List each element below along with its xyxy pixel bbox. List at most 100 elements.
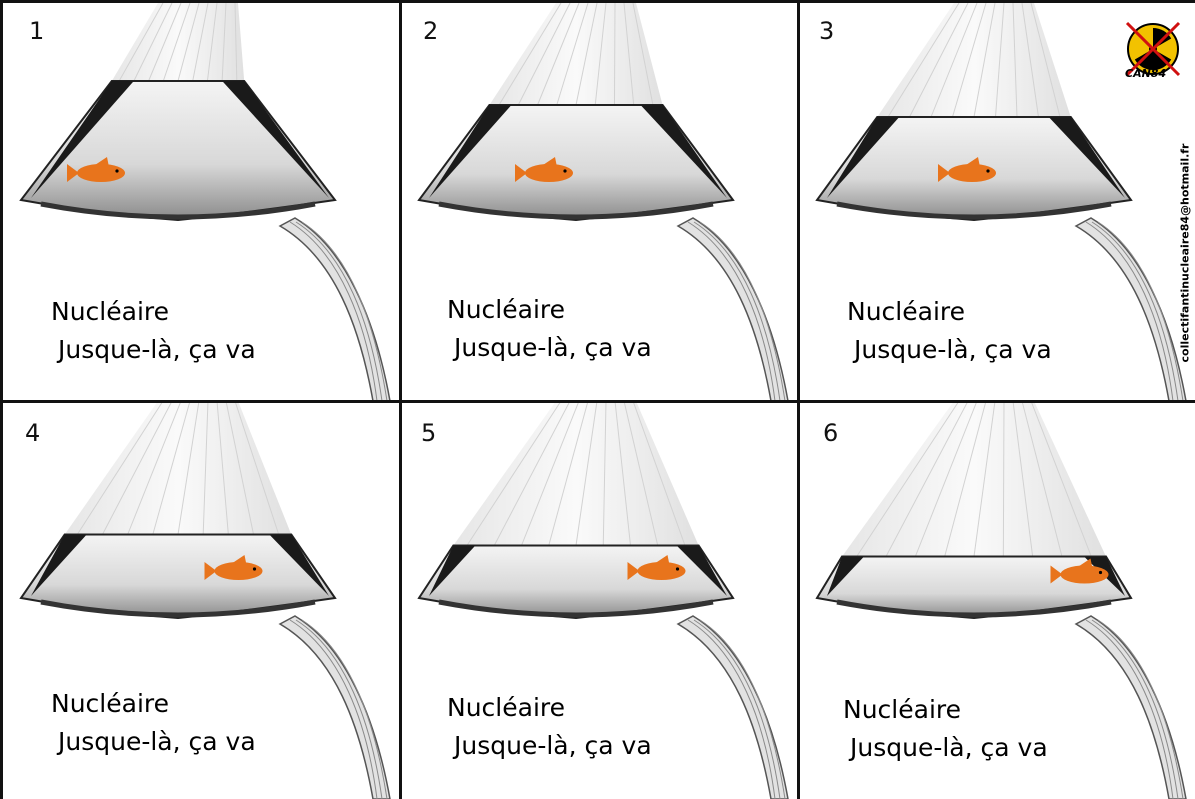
bag-pleat bbox=[192, 3, 209, 82]
leaking-water-stream bbox=[676, 217, 789, 401]
bag-pleat bbox=[973, 401, 996, 557]
bag-pleat bbox=[206, 3, 218, 82]
bag-pleat bbox=[594, 3, 607, 106]
bag-pleat bbox=[556, 3, 589, 106]
contact-email: collectifantinucleaire84@hotmail.fr bbox=[1178, 143, 1192, 363]
empty-bag-top bbox=[453, 401, 699, 546]
panel-number: 5 bbox=[421, 419, 437, 447]
bag-pleat bbox=[623, 401, 659, 546]
stream-highlight bbox=[1091, 221, 1179, 401]
leaking-water-stream bbox=[1074, 217, 1187, 401]
panel-4: 4 Nucléaire Jusque-là, ça va bbox=[3, 401, 401, 799]
leaking-bag-illustration bbox=[417, 3, 789, 401]
bag-pleat bbox=[133, 3, 173, 82]
caption-line-1: Nucléaire bbox=[847, 297, 965, 326]
panel-number: 1 bbox=[29, 17, 45, 45]
bag-pleat bbox=[118, 3, 164, 82]
panel-caption: Nucléaire Jusque-là, ça va bbox=[51, 685, 256, 761]
panel-5: 5 Nucléaire Jusque-là, ça va bbox=[401, 401, 799, 799]
bag-pleat bbox=[1012, 401, 1034, 557]
bag-left-shadow bbox=[31, 534, 87, 596]
stream-highlight bbox=[289, 619, 378, 799]
bag-pleat bbox=[1002, 401, 1005, 557]
bag-pleat bbox=[521, 401, 580, 546]
bag-pleat bbox=[973, 3, 996, 118]
goldfish bbox=[515, 157, 573, 182]
bag-pleat bbox=[909, 3, 969, 118]
bag-pleat bbox=[575, 401, 598, 546]
empty-bag-top bbox=[842, 401, 1106, 557]
panel-number: 4 bbox=[25, 419, 41, 447]
bag-pleat bbox=[1021, 3, 1039, 118]
bag-pleat bbox=[548, 401, 589, 546]
caption-line-2: Jusque-là, ça va bbox=[850, 733, 1048, 762]
bag-pleat bbox=[930, 3, 978, 118]
leaking-bag-illustration bbox=[815, 3, 1187, 401]
caption-line-1: Nucléaire bbox=[51, 689, 169, 718]
stream-highlight bbox=[1085, 221, 1174, 401]
bag-pleat bbox=[234, 401, 280, 535]
bag-pleat bbox=[1021, 401, 1063, 557]
goldfish bbox=[627, 555, 686, 580]
bag-left-shadow bbox=[31, 81, 134, 198]
bag-pleat bbox=[914, 401, 978, 557]
panel-number: 2 bbox=[423, 17, 439, 45]
stream-highlight bbox=[1085, 619, 1174, 799]
stream-highlight bbox=[687, 619, 776, 799]
leaking-bag-illustration bbox=[19, 401, 391, 799]
bag-pleat bbox=[493, 401, 571, 546]
logo-label: CAN84 bbox=[1125, 67, 1167, 80]
stream-highlight bbox=[699, 619, 786, 799]
empty-bag-top bbox=[877, 3, 1071, 117]
bag-pleat bbox=[887, 3, 960, 118]
panel-caption: Nucléaire Jusque-là, ça va bbox=[843, 691, 1048, 767]
bag-pleat bbox=[225, 401, 255, 535]
bag-pleat bbox=[202, 401, 209, 535]
bag-pleat bbox=[537, 3, 580, 106]
bag-pleat bbox=[162, 3, 191, 82]
stream-highlight bbox=[1097, 221, 1184, 401]
bag-pleat bbox=[466, 401, 562, 546]
stream-highlight bbox=[295, 221, 383, 401]
bag-right-shadow bbox=[222, 81, 329, 198]
bag-pleat bbox=[632, 401, 686, 546]
stream-highlight bbox=[687, 221, 776, 401]
panel-caption: Nucléaire Jusque-là, ça va bbox=[447, 689, 652, 765]
stream-highlight bbox=[1097, 619, 1184, 799]
bag-pleat bbox=[944, 401, 987, 557]
bag-pleat bbox=[498, 3, 562, 106]
bag-pleat bbox=[575, 3, 598, 106]
bag-pleat bbox=[148, 3, 182, 82]
leaking-water-stream bbox=[278, 615, 391, 799]
leaking-water-stream bbox=[676, 615, 789, 799]
bag-pleat bbox=[1030, 401, 1092, 557]
bag-pleat bbox=[234, 3, 238, 82]
horizontal-divider bbox=[3, 400, 1195, 403]
bag-bottom-rim bbox=[836, 201, 1112, 220]
goldfish bbox=[938, 157, 996, 182]
stream-highlight bbox=[693, 221, 781, 401]
bag-right-shadow bbox=[1083, 556, 1125, 596]
bag-pleat bbox=[221, 3, 227, 82]
leaking-bag-illustration bbox=[19, 3, 391, 401]
caption-line-2: Jusque-là, ça va bbox=[58, 727, 256, 756]
panel-6: 6 Nucléaire Jusque-là, ça va bbox=[799, 401, 1195, 799]
leaking-water-stream bbox=[1074, 615, 1187, 799]
caption-line-1: Nucléaire bbox=[51, 297, 169, 326]
bag-pleat bbox=[102, 401, 173, 535]
bag-pleat bbox=[613, 3, 616, 106]
caption-line-1: Nucléaire bbox=[447, 295, 565, 324]
radiation-crossed-out-icon bbox=[1125, 21, 1181, 77]
caption-line-1: Nucléaire bbox=[843, 695, 961, 724]
bag-bottom-rim bbox=[40, 599, 316, 618]
bag-left-shadow bbox=[827, 556, 865, 596]
bag-pleat bbox=[517, 3, 571, 106]
bag-pleat bbox=[632, 3, 654, 106]
panel-caption: Nucléaire Jusque-là, ça va bbox=[447, 291, 652, 367]
bag-pleat bbox=[216, 401, 229, 535]
bag-bottom-rim bbox=[40, 201, 316, 220]
goldfish bbox=[67, 157, 125, 182]
panel-2: 2 Nucléaire Jusque-là, ça va bbox=[401, 3, 799, 401]
stream-highlight bbox=[1091, 619, 1179, 799]
